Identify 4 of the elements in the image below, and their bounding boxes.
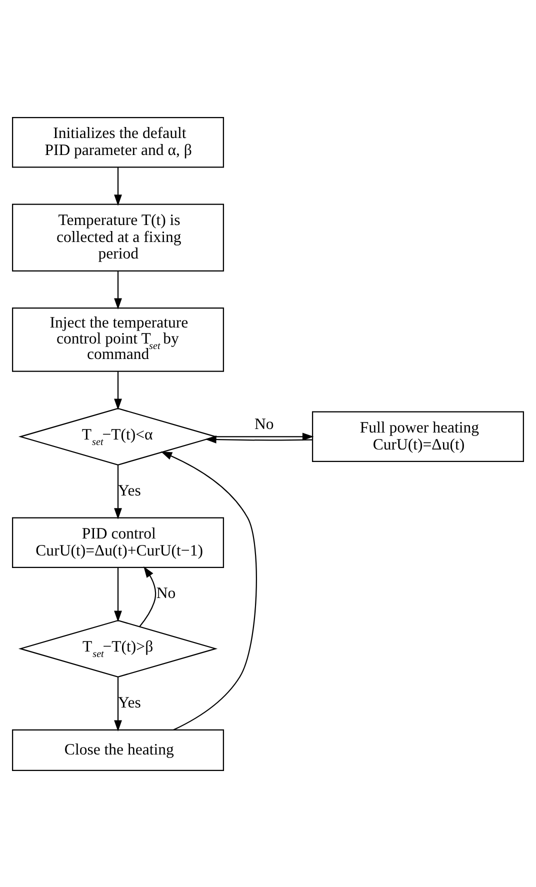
edge-label: No <box>254 416 274 432</box>
edge-label: No <box>156 584 176 602</box>
edge-label: Yes <box>118 482 141 500</box>
edge-label: Yes <box>118 694 141 712</box>
